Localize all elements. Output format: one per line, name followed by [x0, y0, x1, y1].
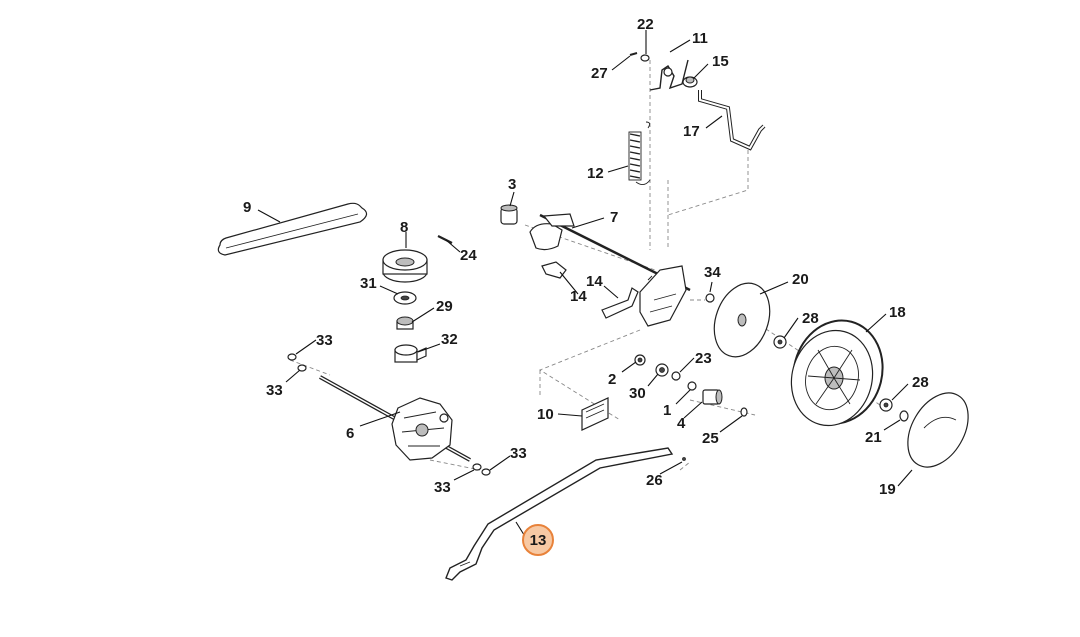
- highlight-marker: [522, 524, 554, 556]
- pad-part-10[interactable]: [581, 397, 609, 431]
- retaining-ring-33d[interactable]: [481, 468, 491, 476]
- callout-13-highlighted[interactable]: 13: [530, 532, 547, 549]
- hubcap-disc-part-20[interactable]: [705, 275, 780, 364]
- callout-17[interactable]: 17: [683, 123, 700, 140]
- pin-part-26[interactable]: [682, 457, 686, 461]
- callout-33c[interactable]: 33: [510, 445, 527, 462]
- ring-part-1[interactable]: [687, 381, 697, 391]
- callout-33d[interactable]: 33: [434, 479, 451, 496]
- retaining-ring-33c[interactable]: [472, 463, 482, 471]
- control-rod-part-17[interactable]: [698, 90, 766, 151]
- handle-part-13[interactable]: [445, 447, 674, 581]
- callout-33b[interactable]: 33: [266, 382, 283, 399]
- pulley-part[interactable]: [382, 249, 428, 283]
- callout-1[interactable]: 1: [663, 402, 671, 419]
- callout-10[interactable]: 10: [537, 406, 554, 423]
- callout-27[interactable]: 27: [591, 65, 608, 82]
- drive-belt-part[interactable]: [217, 202, 368, 256]
- callout-33a[interactable]: 33: [316, 332, 333, 349]
- latch-lever-14a[interactable]: [541, 261, 567, 279]
- callout-25[interactable]: 25: [702, 430, 719, 447]
- callout-23[interactable]: 23: [695, 350, 712, 367]
- drive-shaft-part-7[interactable]: [529, 213, 691, 327]
- callout-4[interactable]: 4: [677, 415, 686, 432]
- wheel-part-18[interactable]: [781, 310, 894, 434]
- callout-7[interactable]: 7: [610, 209, 618, 226]
- callout-20[interactable]: 20: [792, 271, 809, 288]
- washer-part-28b[interactable]: [879, 398, 893, 412]
- callout-21[interactable]: 21: [865, 429, 882, 446]
- washer-part-31[interactable]: [393, 291, 417, 305]
- pinion-part-4[interactable]: [702, 389, 723, 405]
- leader-lines: [257, 30, 913, 539]
- callout-3[interactable]: 3: [508, 176, 516, 193]
- bushing-part-15[interactable]: [682, 76, 698, 88]
- washer-part-34[interactable]: [705, 293, 715, 303]
- spring-clip-part-11[interactable]: [649, 59, 689, 91]
- callout-labels: 22 11 27 15 17 12 3 7 9 8 24 31 29 32 14…: [243, 16, 929, 549]
- callout-15[interactable]: 15: [712, 53, 729, 70]
- callout-34[interactable]: 34: [704, 264, 721, 281]
- callout-8[interactable]: 8: [400, 219, 408, 236]
- hubcap-part-19[interactable]: [895, 382, 980, 477]
- callout-11[interactable]: 11: [692, 30, 708, 47]
- spring-part-12[interactable]: [628, 121, 651, 185]
- callout-18[interactable]: 18: [889, 304, 906, 321]
- gearbox-part[interactable]: [319, 375, 471, 462]
- callout-31[interactable]: 31: [360, 275, 377, 292]
- ring-part-25[interactable]: [740, 407, 748, 417]
- nut-part-21[interactable]: [899, 410, 909, 422]
- roller-part-3[interactable]: [500, 204, 518, 225]
- callout-28b[interactable]: 28: [912, 374, 929, 391]
- callout-19[interactable]: 19: [879, 481, 896, 498]
- callout-9[interactable]: 9: [243, 199, 251, 216]
- latch-lever-14b[interactable]: [601, 287, 639, 319]
- callout-6[interactable]: 6: [346, 425, 354, 442]
- pin-part-24[interactable]: [437, 235, 453, 244]
- callout-14b[interactable]: 14: [586, 273, 603, 290]
- retaining-ring-33a[interactable]: [287, 353, 297, 361]
- callout-24[interactable]: 24: [460, 247, 477, 264]
- callout-22[interactable]: 22: [637, 16, 654, 33]
- washer-part-2[interactable]: [634, 354, 646, 366]
- bearing-part-29[interactable]: [396, 316, 414, 330]
- collar-part-32[interactable]: [394, 344, 427, 363]
- callout-32[interactable]: 32: [441, 331, 458, 348]
- washer-part-30[interactable]: [655, 363, 669, 377]
- callout-28a[interactable]: 28: [802, 310, 819, 327]
- retaining-ring-33b[interactable]: [297, 364, 307, 372]
- clip-part-22[interactable]: [640, 54, 650, 62]
- pin-part-27[interactable]: [629, 52, 638, 56]
- callout-2[interactable]: 2: [608, 371, 616, 388]
- callout-26[interactable]: 26: [646, 472, 663, 489]
- callout-12[interactable]: 12: [587, 165, 604, 182]
- washer-part-28a[interactable]: [773, 335, 787, 349]
- callout-30[interactable]: 30: [629, 385, 646, 402]
- ring-part-23[interactable]: [671, 371, 681, 381]
- callout-29[interactable]: 29: [436, 298, 453, 315]
- callout-14a[interactable]: 14: [570, 288, 587, 305]
